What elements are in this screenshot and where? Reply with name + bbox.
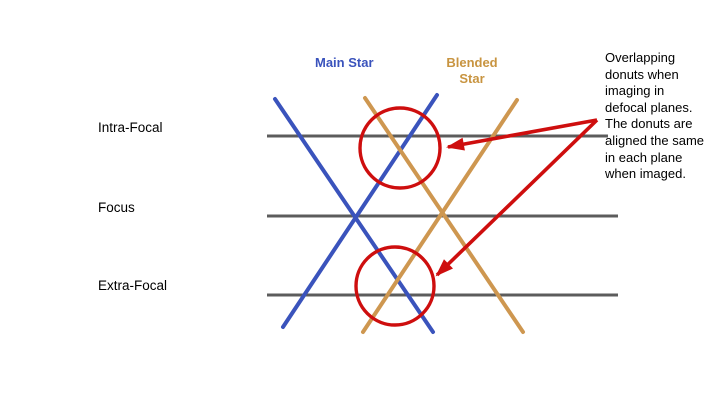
extra-focal-label: Extra-Focal	[98, 278, 168, 293]
main-star-ray-left	[273, 97, 435, 334]
annotation-arrow-lower	[435, 118, 599, 277]
main-star-label: Main Star	[315, 55, 374, 70]
extra-focal-donut-circle	[354, 245, 436, 327]
main-star-ray-right	[281, 93, 439, 329]
intra-focal-label: Intra-Focal	[98, 120, 163, 135]
focus-label: Focus	[98, 200, 135, 215]
annotation-arrow-upper	[446, 118, 598, 151]
annotation-text: Overlapping donuts when imaging in defoc…	[605, 50, 705, 182]
blended-star-label: Blended Star	[446, 55, 498, 86]
blended-star-ray-left	[363, 96, 525, 334]
intra-focal-donut-circle	[358, 106, 442, 190]
